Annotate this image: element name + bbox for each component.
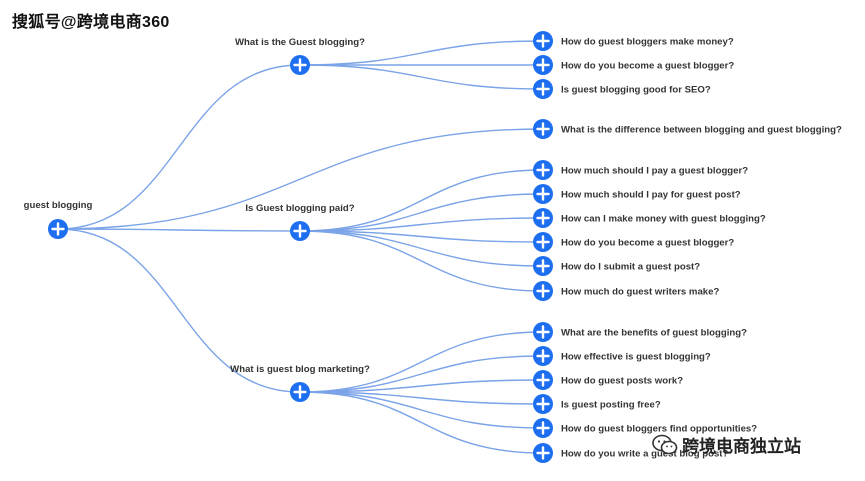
leaf-label: How do guest posts work? (561, 376, 683, 387)
leaf-expand-button[interactable] (533, 443, 553, 463)
leaf-label: How can I make money with guest blogging… (561, 214, 766, 225)
leaf-expand-button[interactable] (533, 370, 553, 390)
edge-branch-to-leaf (299, 217, 544, 232)
leaf-label: How effective is guest blogging? (561, 352, 711, 363)
leaf-expand-button[interactable] (533, 160, 553, 180)
edge-branch-to-leaf (299, 169, 544, 232)
edge-root-to-leaf (57, 128, 544, 230)
edge-root-to-branch (57, 228, 301, 393)
branch-label: Is Guest blogging paid? (245, 203, 354, 214)
leaf-expand-button[interactable] (533, 208, 553, 228)
leaf-expand-button[interactable] (533, 418, 553, 438)
edge-branch-to-leaf (299, 40, 544, 66)
edge-branch-to-leaf (299, 230, 544, 292)
watermark-text: 跨境电商独立站 (682, 437, 801, 456)
edge-branch-to-leaf (299, 193, 544, 232)
watermark-bottom-right: 跨境电商独立站 (652, 432, 801, 457)
leaf-label: Is guest blogging good for SEO? (561, 85, 711, 96)
edge-branch-to-leaf (299, 355, 544, 393)
leaf-expand-button[interactable] (533, 346, 553, 366)
leaf-label: What is the difference between blogging … (561, 125, 842, 136)
edge-branch-to-leaf (299, 391, 544, 405)
branch-expand-button[interactable] (290, 221, 310, 241)
leaf-expand-button[interactable] (533, 119, 553, 139)
edges-layer (57, 40, 544, 454)
edge-branch-to-leaf (299, 391, 544, 454)
edge-branch-to-leaf (299, 331, 544, 393)
leaf-expand-button[interactable] (533, 256, 553, 276)
edge-root-to-branch (57, 228, 301, 232)
leaf-label: Is guest posting free? (561, 400, 661, 411)
branch-expand-button[interactable] (290, 382, 310, 402)
wechat-icon (652, 434, 678, 454)
leaf-label: How much should I pay for guest post? (561, 190, 741, 201)
watermark-top: 搜狐号@跨境电商360 (12, 14, 170, 31)
edge-branch-to-leaf (299, 64, 544, 90)
branch-expand-button[interactable] (290, 55, 310, 75)
leaf-label: How do you become a guest blogger? (561, 238, 734, 249)
leaf-expand-button[interactable] (533, 55, 553, 75)
leaf-expand-button[interactable] (533, 394, 553, 414)
edge-branch-to-leaf (299, 379, 544, 393)
edge-root-to-branch (57, 64, 301, 230)
edge-branch-to-leaf (299, 391, 544, 429)
leaf-label: How do I submit a guest post? (561, 262, 700, 273)
leaf-label: What are the benefits of guest blogging? (561, 328, 747, 339)
leaf-expand-button[interactable] (533, 31, 553, 51)
leaf-label: How do guest bloggers find opportunities… (561, 424, 757, 435)
leaf-expand-button[interactable] (533, 281, 553, 301)
edge-branch-to-leaf (299, 230, 544, 243)
root-label: guest blogging (24, 200, 93, 211)
leaf-label: How much should I pay a guest blogger? (561, 166, 748, 177)
branch-label: What is the Guest blogging? (235, 37, 365, 48)
leaf-label: How do you become a guest blogger? (561, 61, 734, 72)
leaf-expand-button[interactable] (533, 184, 553, 204)
branch-label: What is guest blog marketing? (230, 364, 370, 375)
root-expand-button[interactable] (48, 219, 68, 239)
edge-branch-to-leaf (299, 230, 544, 267)
leaf-expand-button[interactable] (533, 322, 553, 342)
leaf-label: How much do guest writers make? (561, 287, 719, 298)
nodes-layer: guest blogging What is the Guest blogging… (24, 31, 842, 463)
leaf-expand-button[interactable] (533, 232, 553, 252)
leaf-expand-button[interactable] (533, 79, 553, 99)
leaf-label: How do you write a guest blog post? (561, 449, 728, 460)
leaf-label: How do guest bloggers make money? (561, 37, 734, 48)
